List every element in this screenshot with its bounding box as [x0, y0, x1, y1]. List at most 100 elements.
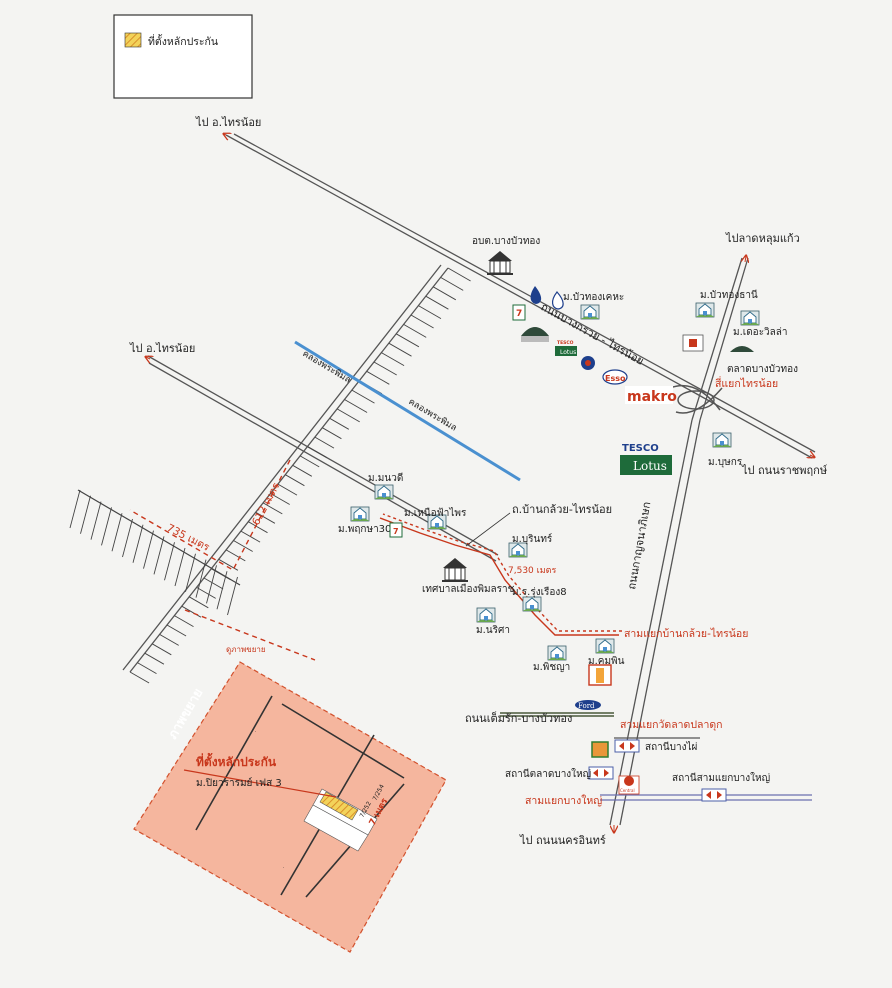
soi-lane: [277, 483, 298, 496]
arrow-to-ratchaphruek: [810, 455, 814, 457]
seven-eleven-icon: [512, 304, 526, 321]
soi-lane-west: [143, 530, 154, 569]
soi-lane-west: [164, 542, 175, 581]
legend-swatch: [124, 32, 142, 48]
obt-temple-icon: [486, 250, 514, 276]
label-ban-kluai-junction: สามแยกบ้านกล้วย-ไทรน้อย: [624, 627, 748, 640]
label-kanchanaphisek-road: ถนนกาญจนาภิเษก: [625, 501, 653, 591]
soi-lane: [366, 370, 390, 385]
soi-lane-west: [132, 524, 144, 563]
soi-lane: [314, 436, 335, 449]
house-icon-rungrueang-8: [522, 596, 542, 612]
label-m-rungrueang-8: ม.ร.รุ่งเรือง8: [512, 586, 567, 598]
label-wat-lat-pla-duk-junction: สามแยกวัดลาดปลาดุก: [620, 719, 723, 731]
label-m-pruksa-30: ม.พฤกษา30: [338, 524, 391, 535]
label-to-sainoi-left: ไป อ.ไทรน้อย: [129, 342, 195, 355]
leader-ban-kluai-lane: [465, 512, 511, 547]
inset-background: [133, 661, 447, 953]
market-sign-mark-icon: [689, 339, 697, 347]
distance-7530: 7,530 เมตร: [508, 566, 556, 576]
hospital-cross-icon: [596, 668, 604, 683]
esso-logo-bg: [602, 369, 628, 385]
arrow-to-lat-lum-kaeo: [745, 256, 746, 262]
soi-lane: [129, 671, 150, 684]
junction-labels: สี่แยกไทรน้อย สามแยกบ้านกล้วย-ไทรน้อย สา…: [525, 376, 778, 807]
soi-lane-west: [69, 489, 81, 529]
brand-markers: makro TESCO Lotus TESCO Lotus Esso Ford …: [389, 286, 754, 795]
distance-735: 735 เมตร: [165, 522, 212, 554]
house-icon-the-villa: [740, 310, 760, 326]
label-m-buathong-thani: ม.บัวทองธานี: [700, 289, 758, 301]
label-ban-kluai-sainoi-lane: ถ.บ้านกล้วย-ไทรน้อย: [512, 503, 612, 516]
soi-lane: [255, 511, 276, 524]
kanchanaphisek-road: [609, 419, 701, 826]
central-sun-icon: [624, 776, 634, 786]
soi-lane: [373, 361, 397, 376]
label-obt: อบต.บางบัวทอง: [472, 236, 540, 247]
tree-cluster-building-icon: [521, 336, 549, 342]
soi-lane: [218, 558, 239, 571]
soi-lane: [196, 587, 216, 599]
soi-lane-west: [153, 536, 165, 575]
lotus-small-logo: Lotus: [560, 349, 576, 356]
label-m-bua-korn: ม.บุษกร: [708, 457, 743, 468]
soi-lanes: [69, 267, 471, 684]
inset-pin-label: ที่ตั้งหลักประกัน: [196, 752, 277, 769]
soi-lane: [233, 540, 253, 552]
inset-tick-2: ·: [283, 866, 284, 871]
inset-village-label: ม.ปิยวรารมย์ เฟส 3: [196, 777, 282, 789]
soi-lane: [285, 474, 305, 487]
interchange: [669, 384, 723, 414]
soi-lane: [447, 267, 471, 282]
soi-lane: [188, 596, 209, 609]
label-station-sam-yaek-bang-yai: สถานีสามแยกบางใหญ่: [672, 772, 770, 784]
soi-lane-west: [80, 495, 91, 534]
label-m-the-villa: ม.เดอะวิลล่า: [733, 327, 788, 338]
ford-logo: Ford: [578, 702, 595, 710]
tesco-logo: TESCO: [622, 443, 659, 454]
soi-lane: [329, 417, 350, 430]
inset-lot-2: [303, 804, 369, 852]
soi-lane: [225, 549, 246, 562]
label-to-sainoi-top: ไป อ.ไทรน้อย: [195, 116, 261, 129]
label-sainoi-junction: สี่แยกไทรน้อย: [715, 376, 778, 390]
soi-lane-west: [101, 507, 112, 546]
soi-lane: [240, 530, 261, 543]
house-icon-buathong-kheha: [580, 304, 600, 320]
tree-cluster-icon: [521, 327, 549, 336]
label-bang-yai-junction: สามแยกบางใหญ่: [525, 794, 602, 807]
esso-logo: Esso: [605, 374, 626, 383]
tesco-small-logo: TESCO: [557, 340, 574, 346]
house-icon-narisa: [476, 607, 496, 623]
soi-lane: [174, 615, 194, 627]
label-m-nuanfah-phrai: ม.เหนือฟ้าไพร: [404, 507, 467, 519]
inset-panel: · · ภาพขยาย ที่ตั้งหลักประกัน ม.ปิยวรารม…: [133, 645, 447, 953]
soi-lane: [403, 324, 427, 338]
soi-lane: [292, 464, 313, 477]
label-municipality: เทศบาลเมืองพิมลราช: [422, 583, 515, 595]
soi-lane: [262, 502, 283, 515]
soi-lane: [307, 446, 327, 458]
train-icon-bang-phai: [614, 739, 640, 753]
route-to-collateral: [129, 459, 622, 661]
gas-drop-icon-2: [552, 291, 564, 310]
lotus-small-bg: [555, 346, 577, 356]
landmarks: อบต.บางบัวทอง เทศบาลเมืองพิมลราช ม.บัวทอ…: [338, 236, 798, 802]
soi-lane-west: [216, 571, 228, 610]
soi-spine: [122, 264, 449, 673]
label-m-narisa: ม.นริศา: [476, 625, 510, 636]
temruk-bangbuathong-road: [500, 712, 614, 717]
label-bang-bua-thong-market: ตลาดบางบัวทอง: [727, 364, 798, 375]
house-icon-bua-korn: [712, 432, 732, 448]
soi-lane-west: [174, 547, 186, 587]
lotus-logo: Lotus: [633, 459, 667, 473]
makro-logo: makro: [627, 389, 677, 405]
legend-label: ที่ตั้งหลักประกัน: [148, 34, 218, 48]
house-icon-kumpawin: [595, 638, 615, 654]
market-tree-icon: [730, 346, 754, 352]
seven-eleven-glyph-icon: 7: [516, 309, 522, 319]
soi-lane-west: [90, 501, 102, 540]
inset-collateral-plot[interactable]: [319, 791, 359, 821]
label-station-talat-bang-yai: สถานีตลาดบางใหญ่: [505, 768, 591, 780]
